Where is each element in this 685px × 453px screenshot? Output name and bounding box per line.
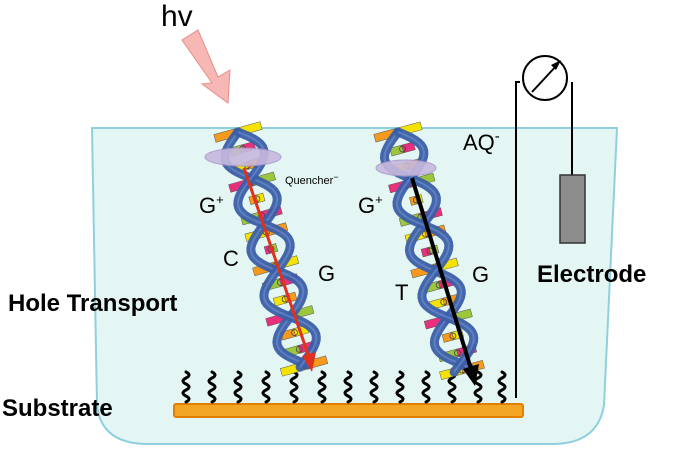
left-guanine-plus-label: G+ [199, 192, 224, 218]
linker-icon [261, 370, 271, 404]
quencher-disc-icon [375, 159, 437, 177]
solution-container [90, 127, 619, 445]
substrate-bar [173, 403, 524, 418]
right-guanine-plus-label: G+ [358, 192, 383, 218]
backbone-highlight [236, 131, 318, 368]
substrate-label: Substrate [2, 395, 113, 422]
light-arrow-icon [181, 29, 231, 104]
linker-icon [233, 370, 243, 404]
linker-icon [421, 370, 431, 404]
light-label: hv [161, 0, 193, 33]
linker-icon [207, 370, 217, 404]
quencher-label: Quencher− [285, 172, 339, 187]
linker-icon [181, 370, 191, 404]
meter-needle-head [551, 60, 561, 70]
linker-icon [447, 370, 457, 404]
linker-icon [473, 370, 483, 404]
linker-icon [343, 370, 353, 404]
backbone-highlight [223, 131, 309, 366]
right-guanine-label: G [472, 262, 489, 287]
left-hole-arrow-head [302, 352, 316, 372]
right-hole-arrow-head [463, 364, 479, 386]
linker-icon [289, 370, 299, 404]
linker-icon [317, 370, 327, 404]
left-cytosine-label: C [223, 246, 239, 271]
electrode-wire [515, 81, 520, 398]
linker-row [181, 370, 507, 404]
base-pair [389, 141, 416, 157]
right-hole-arrow [410, 177, 474, 373]
electrode-label: Electrode [537, 261, 646, 288]
right-thymine-label: T [395, 280, 408, 305]
linker-icon [497, 370, 507, 404]
hole-transport-label: Hole Transport [8, 290, 177, 317]
base-pair [272, 291, 298, 307]
electrode-body [559, 174, 586, 244]
linker-icon [395, 370, 405, 404]
left-guanine-label: G [318, 261, 335, 286]
aq-label: AQ- [463, 128, 500, 155]
linker-icon [369, 370, 379, 404]
meter-needle [531, 63, 559, 93]
left-hole-arrow [242, 167, 312, 361]
quencher-disc-icon [204, 147, 282, 167]
